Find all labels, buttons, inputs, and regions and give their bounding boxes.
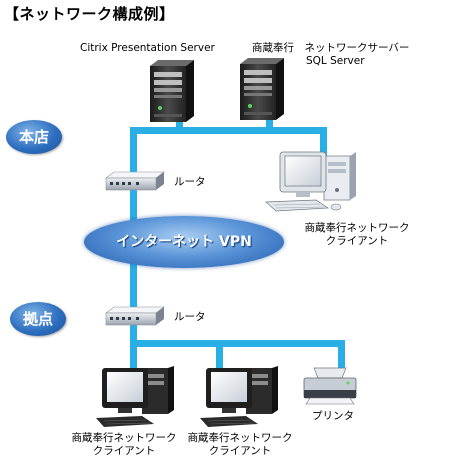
client-mid-label-line2: クライアント [208, 445, 272, 457]
router-top-icon [105, 171, 165, 191]
diagram-title: 【ネットワーク構成例】 [4, 5, 175, 23]
client-left-label: 商蔵奉行ネットワーク クライアント [64, 432, 184, 458]
client-left-label-line2: クライアント [92, 445, 156, 457]
client-mid-label-line1: 商蔵奉行ネットワーク [187, 432, 293, 444]
server-citrix-icon [150, 60, 194, 122]
server-sql-label: SQL Server [306, 55, 365, 67]
client-pc-left-icon [96, 366, 174, 427]
server-citrix-label: Citrix Presentation Server [80, 42, 215, 54]
internet-vpn-cloud: インターネット VPN [84, 216, 284, 268]
router-top-label: ルータ [174, 176, 206, 188]
router-bottom-icon [105, 306, 165, 326]
printer-label: プリンタ [312, 410, 354, 422]
client-mid-label: 商蔵奉行ネットワーク クライアント [180, 432, 300, 458]
printer-icon [303, 367, 357, 405]
server-sql-icon [240, 58, 284, 120]
router-bottom-label: ルータ [174, 311, 206, 323]
client-pc-top-icon [265, 151, 356, 212]
client-left-label-line1: 商蔵奉行ネットワーク [71, 432, 177, 444]
branch-badge: 拠点 [10, 302, 66, 336]
server-shoei-label: 商蔵奉行 ネットワークサーバー [252, 42, 410, 54]
client-top-label: 商蔵奉行ネットワーク クライアント [292, 222, 422, 248]
client-top-label-line2: クライアント [325, 235, 389, 247]
head-office-badge: 本店 [6, 120, 62, 154]
client-pc-mid-icon [200, 366, 278, 427]
client-top-label-line1: 商蔵奉行ネットワーク [304, 222, 410, 234]
